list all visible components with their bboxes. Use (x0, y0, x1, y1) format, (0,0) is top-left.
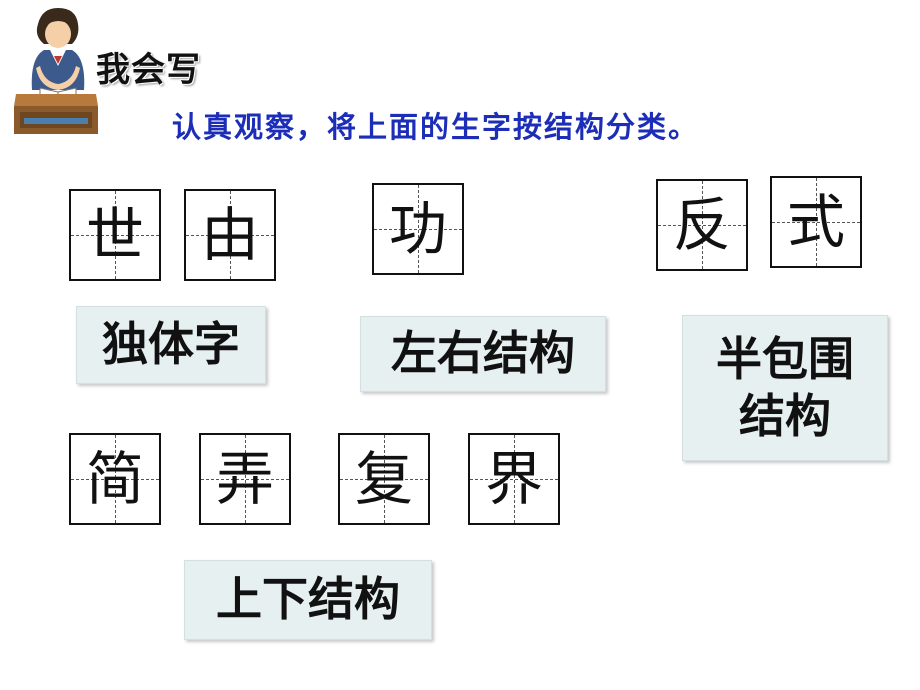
label-half-enclosed: 半包围 结构 (682, 315, 888, 461)
char-shi: 世 (85, 201, 144, 269)
char-box-shi: 世 (69, 189, 161, 281)
char-box-shi-2: 式 (770, 176, 862, 268)
char-shi-2: 式 (786, 188, 845, 256)
char-box-jie: 界 (468, 433, 560, 525)
char-box-fan: 反 (656, 179, 748, 271)
section-title: 我会写 (96, 50, 201, 90)
char-fu: 复 (354, 445, 413, 513)
char-fan: 反 (672, 191, 731, 259)
char-box-nong: 弄 (199, 433, 291, 525)
label-single-component: 独体字 (76, 306, 266, 384)
char-box-you: 由 (184, 189, 276, 281)
char-you: 由 (200, 201, 259, 269)
char-box-fu: 复 (338, 433, 430, 525)
student-reading-illustration (14, 8, 98, 134)
char-box-gong: 功 (372, 183, 464, 275)
label-left-right: 左右结构 (360, 316, 606, 392)
char-nong: 弄 (215, 445, 274, 513)
char-jian: 简 (85, 445, 144, 513)
instruction-text: 认真观察，将上面的生字按结构分类。 (172, 110, 700, 144)
char-jie: 界 (484, 445, 543, 513)
label-top-bottom: 上下结构 (184, 560, 432, 640)
char-box-jian: 简 (69, 433, 161, 525)
char-gong: 功 (388, 195, 447, 263)
